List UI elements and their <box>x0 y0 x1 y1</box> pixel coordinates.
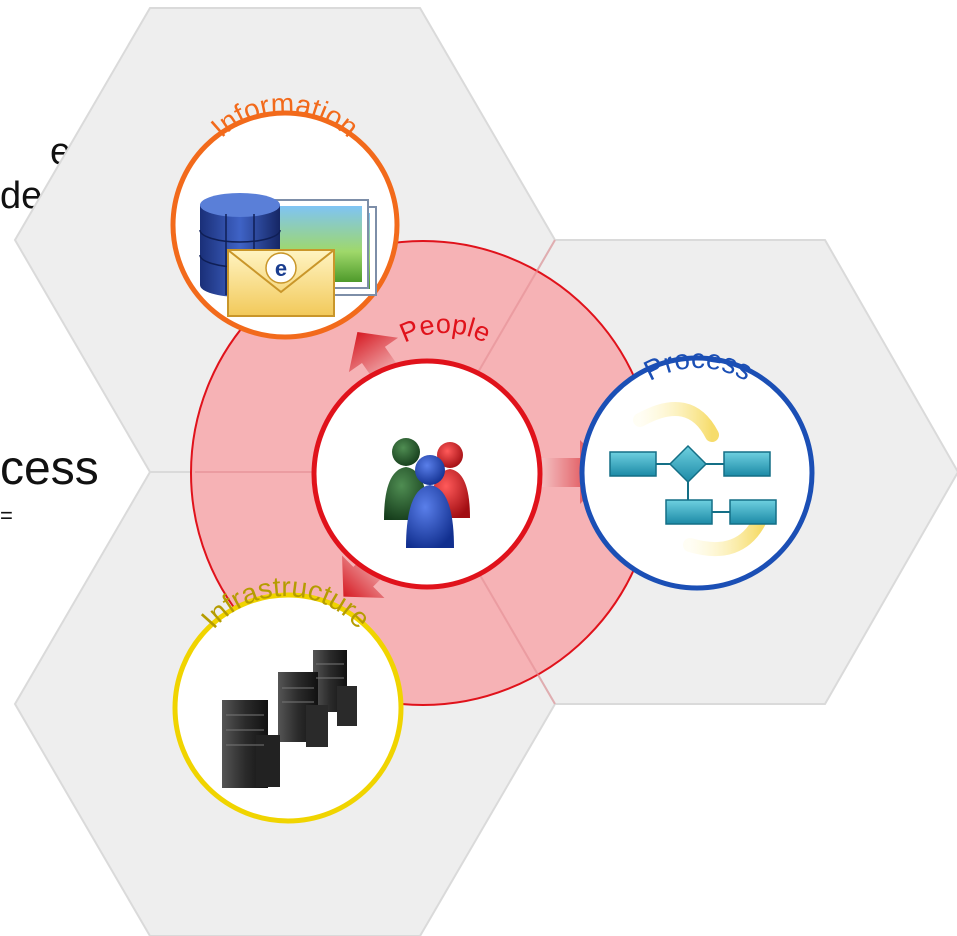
server-rack-icon <box>222 650 357 788</box>
text-fragment: cess <box>0 442 99 495</box>
node-process: Process <box>579 343 815 591</box>
process-flow-icon <box>609 401 777 557</box>
people-group-icon <box>384 438 470 548</box>
node-people: People <box>311 309 543 590</box>
svg-text:e: e <box>275 256 287 281</box>
node-infrastructure: Infrastructure <box>172 571 404 824</box>
text-fragment: = <box>0 503 13 528</box>
database-mail-image-icon: e <box>199 193 377 317</box>
node-information: Information e <box>170 88 400 340</box>
